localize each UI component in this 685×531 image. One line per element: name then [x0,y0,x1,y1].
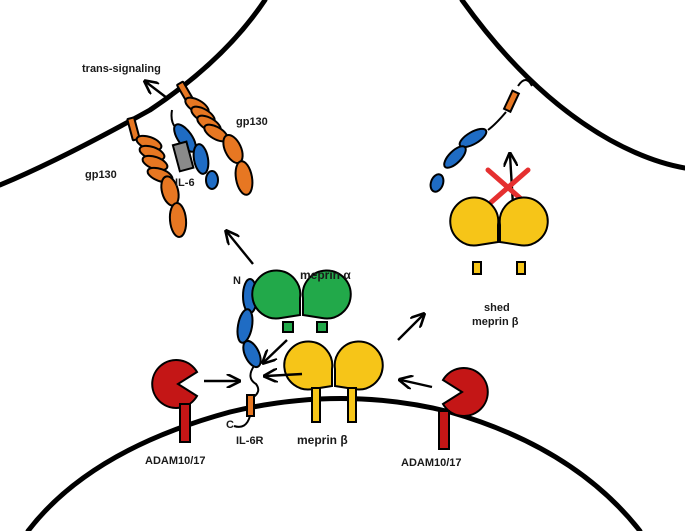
arrow-shedding [397,315,423,341]
label-meprin-alpha: meprin α [300,268,351,282]
il6-ligand [171,140,195,173]
label-adam-left: ADAM10/17 [145,455,206,467]
meprin-beta-dimer-membrane [283,340,384,423]
label-n-terminus: N [233,275,241,287]
blocked-arrow [510,155,513,206]
arrow-meprin-beta-cleave [266,374,303,376]
label-il6r: IL-6R [236,435,264,447]
arrow-adam-right-to-meprin [401,380,433,387]
membrane-bottom-cell [25,396,643,531]
label-trans-signaling: trans-signaling [82,63,161,75]
il6r-complexed [170,109,219,190]
adam-left [151,359,199,443]
arrow-meprin-alpha-cleave [264,339,288,362]
gp130-right-receptor [176,80,254,196]
label-adam-right: ADAM10/17 [401,457,462,469]
label-il6: IL-6 [175,177,195,189]
label-c-terminus: C [226,419,234,431]
arrow-to-trans-signaling [227,232,254,265]
gp130-left-receptor [126,116,188,238]
il6r-top-right [429,79,533,193]
meprin-alpha-dimer [251,269,352,333]
membrane-top-right-cell [459,0,685,171]
label-shed: shed [484,302,510,314]
label-meprin-beta: meprin β [297,433,348,447]
arrow-trans-signaling [146,82,168,99]
label-gp130-left: gp130 [85,169,117,181]
shed-meprin-beta-dimer [449,196,549,275]
label-shed-meprin-beta: meprin β [472,316,519,328]
membrane-top-left-cell [0,0,268,188]
label-gp130-top: gp130 [236,116,268,128]
adam-right [438,367,489,450]
